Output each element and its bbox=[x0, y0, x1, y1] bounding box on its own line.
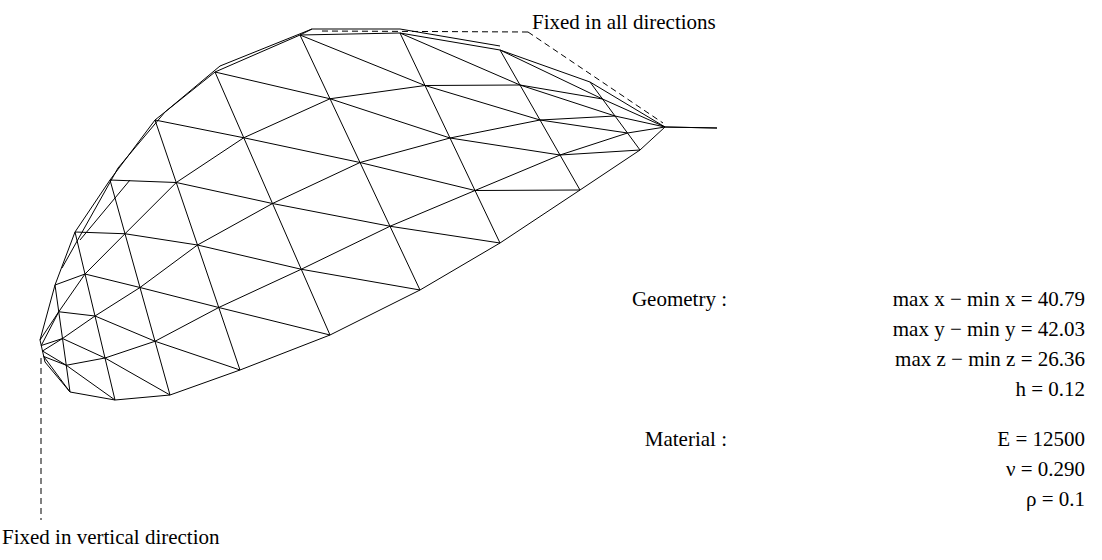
boundary-note: Fixed in all directions bbox=[532, 10, 716, 35]
section-heading: Geometry : bbox=[632, 287, 727, 312]
leader-line bbox=[528, 32, 663, 123]
leader-line bbox=[41, 358, 42, 520]
mesh-diagonals bbox=[40, 33, 640, 400]
mesh-ridge bbox=[62, 29, 500, 268]
dimension-value: max z − min z = 26.36 bbox=[895, 347, 1085, 372]
mesh-lines bbox=[40, 29, 717, 400]
dimension-value: max x − min x = 40.79 bbox=[893, 287, 1085, 312]
leader-lines bbox=[41, 31, 663, 520]
mesh-columns bbox=[40, 33, 640, 400]
thickness-value: h = 0.12 bbox=[1015, 377, 1085, 402]
material-value: E = 12500 bbox=[997, 427, 1085, 452]
section-heading: Material : bbox=[645, 427, 727, 452]
material-value: ρ = 0.1 bbox=[1026, 487, 1085, 512]
boundary-note: Fixed in vertical direction bbox=[2, 525, 220, 550]
mesh-row bbox=[44, 127, 665, 365]
mesh-row bbox=[41, 85, 665, 346]
leader-line bbox=[318, 31, 528, 32]
material-value: ν = 0.290 bbox=[1006, 457, 1085, 482]
dimension-value: max y − min y = 42.03 bbox=[893, 317, 1085, 342]
